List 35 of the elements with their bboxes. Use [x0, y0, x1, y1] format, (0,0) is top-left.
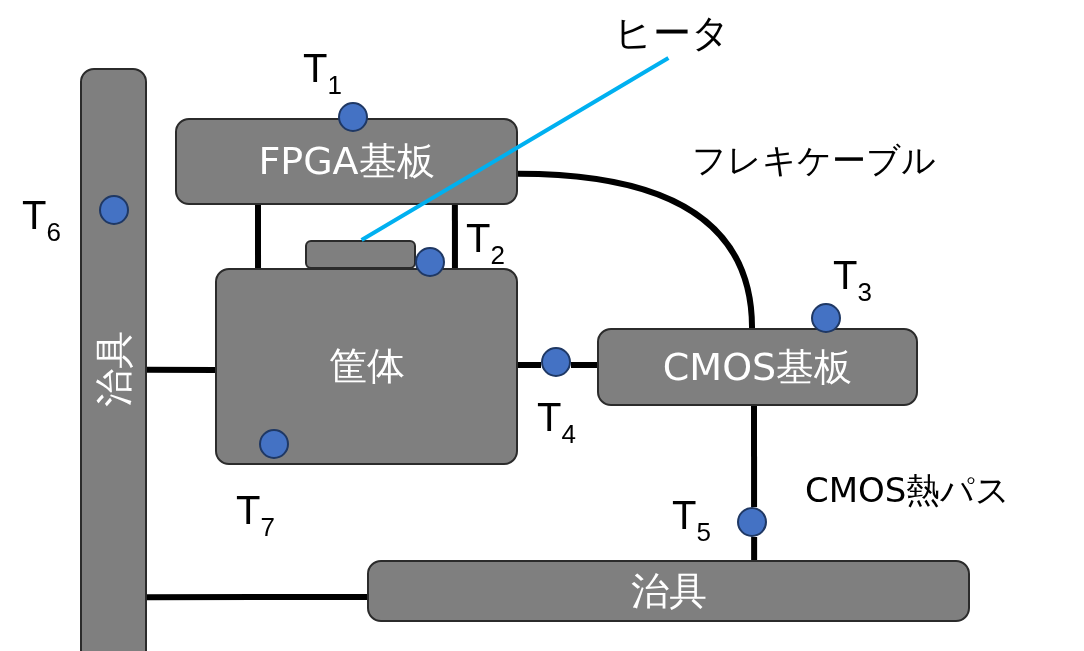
- connection-line: [451, 205, 458, 268]
- connection-line: [751, 537, 758, 560]
- connection-line: [517, 170, 756, 329]
- point-label: T$_{4}$: [537, 397, 576, 447]
- measurement-point: [338, 102, 368, 132]
- connection-line: [750, 406, 758, 507]
- component-box: [597, 328, 918, 406]
- connection-line: [255, 205, 262, 268]
- connection-line: [518, 361, 541, 368]
- point-label: T$_{2}$: [466, 218, 505, 268]
- heater-block: [305, 240, 416, 269]
- point-label: T$_{7}$: [236, 490, 275, 540]
- fixture-bar: [80, 68, 147, 651]
- point-label: T$_{3}$: [833, 255, 872, 305]
- measurement-point: [811, 303, 841, 333]
- measurement-point: [99, 195, 129, 225]
- leader-line: [360, 56, 670, 242]
- connection-line: [147, 366, 215, 374]
- measurement-point: [415, 247, 445, 277]
- point-label: T$_{6}$: [22, 195, 61, 245]
- node-label: 治具: [90, 330, 136, 406]
- component-box: [367, 560, 970, 622]
- point-label: T$_{5}$: [672, 495, 711, 545]
- connection-line: [571, 361, 597, 368]
- connection-line: [147, 594, 367, 601]
- node-label: 治具: [630, 567, 707, 615]
- node-label: FPGA基板: [258, 138, 435, 185]
- node-label: CMOS基板: [662, 343, 853, 391]
- point-label: T$_{1}$: [303, 48, 342, 98]
- component-box: [215, 268, 518, 465]
- node-label: 筐体: [328, 343, 405, 390]
- measurement-point: [737, 507, 767, 537]
- component-box: [175, 118, 518, 205]
- measurement-point: [541, 347, 571, 377]
- measurement-point: [259, 429, 289, 459]
